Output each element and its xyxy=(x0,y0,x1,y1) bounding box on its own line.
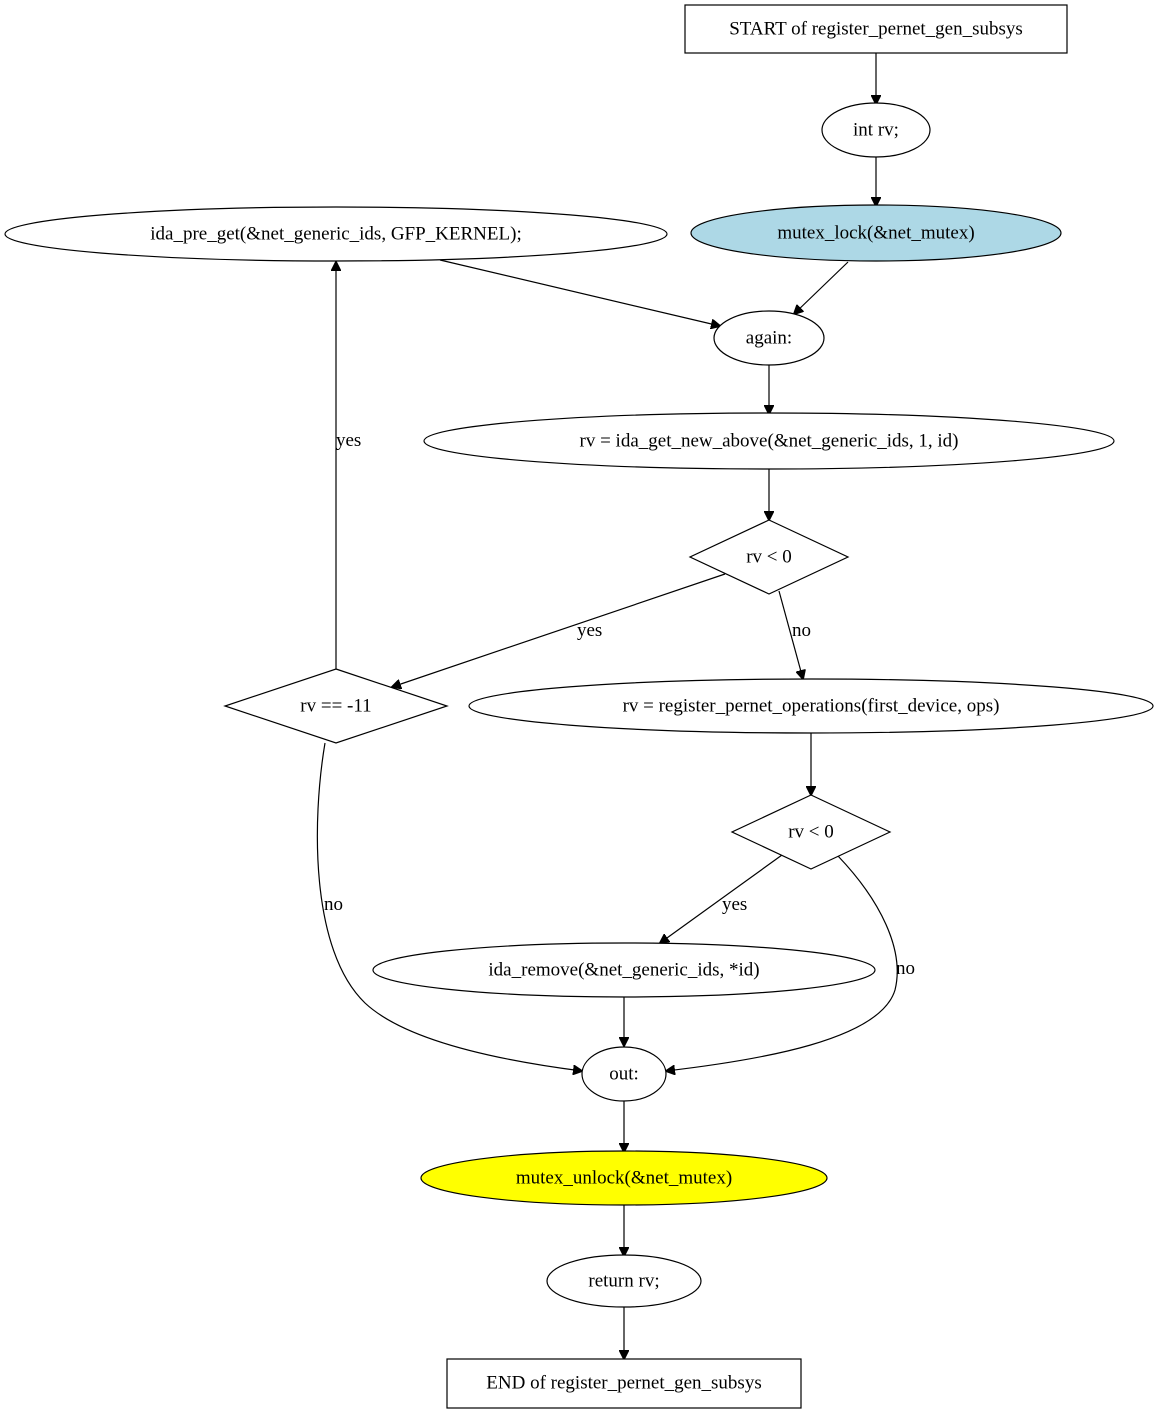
edge-cond1-to-eagain xyxy=(392,573,726,687)
edge-label-cond2-yes: yes xyxy=(722,894,747,915)
edge-label-eagain-yes: yes xyxy=(336,430,361,451)
node-ida-pre-get: ida_pre_get(&net_generic_ids, GFP_KERNEL… xyxy=(4,206,668,262)
node-decl: int rv; xyxy=(821,102,931,158)
node-cond1-label: rv < 0 xyxy=(746,547,792,568)
node-mutex-lock-label: mutex_lock(&net_mutex) xyxy=(777,223,974,244)
node-mutex-lock: mutex_lock(&net_mutex) xyxy=(690,204,1062,262)
node-again: again: xyxy=(713,310,825,366)
edges xyxy=(316,53,898,1359)
node-again-label: again: xyxy=(746,328,792,349)
node-end: END of register_pernet_gen_subsys xyxy=(446,1358,802,1409)
node-ida-remove: ida_remove(&net_generic_ids, *id) xyxy=(372,942,876,998)
node-decl-label: int rv; xyxy=(853,120,899,141)
node-mutex-unlock-label: mutex_unlock(&net_mutex) xyxy=(516,1168,732,1189)
edge-cond2-to-out xyxy=(666,855,898,1071)
node-cond-eagain: rv == -11 xyxy=(223,668,449,744)
edge-label-cond1-no: no xyxy=(792,620,811,641)
edge-cond2-to-idaremove xyxy=(660,854,783,943)
edge-idaget-to-again xyxy=(439,259,720,326)
edge-label-eagain-no: no xyxy=(324,894,343,915)
node-register-ops: rv = register_pernet_operations(first_de… xyxy=(468,678,1154,734)
node-register-ops-label: rv = register_pernet_operations(first_de… xyxy=(623,696,1000,717)
node-start-label: START of register_pernet_gen_subsys xyxy=(729,19,1023,40)
node-out: out: xyxy=(581,1046,667,1102)
node-ida-pre-get-label: ida_pre_get(&net_generic_ids, GFP_KERNEL… xyxy=(150,224,521,245)
node-start: START of register_pernet_gen_subsys xyxy=(684,4,1068,54)
node-ida-get-new-label: rv = ida_get_new_above(&net_generic_ids,… xyxy=(580,431,959,452)
node-cond-eagain-label: rv == -11 xyxy=(300,696,371,717)
edge-label-cond1-yes: yes xyxy=(577,620,602,641)
node-cond1: rv < 0 xyxy=(688,519,850,595)
node-return-label: return rv; xyxy=(588,1271,659,1292)
node-out-label: out: xyxy=(609,1064,639,1085)
node-cond2-label: rv < 0 xyxy=(788,822,834,843)
edge-labels: yes yes no no yes no xyxy=(324,430,915,979)
edge-cond1-to-register xyxy=(778,590,803,679)
node-end-label: END of register_pernet_gen_subsys xyxy=(486,1373,761,1394)
node-return: return rv; xyxy=(546,1254,702,1308)
node-ida-remove-label: ida_remove(&net_generic_ids, *id) xyxy=(488,960,759,981)
edge-lock-to-again xyxy=(794,261,849,314)
node-cond2: rv < 0 xyxy=(730,794,892,870)
node-mutex-unlock: mutex_unlock(&net_mutex) xyxy=(420,1150,828,1206)
edge-eagain-to-out xyxy=(316,742,582,1071)
node-ida-get-new: rv = ida_get_new_above(&net_generic_ids,… xyxy=(423,412,1115,470)
edge-label-cond2-no: no xyxy=(896,958,915,979)
